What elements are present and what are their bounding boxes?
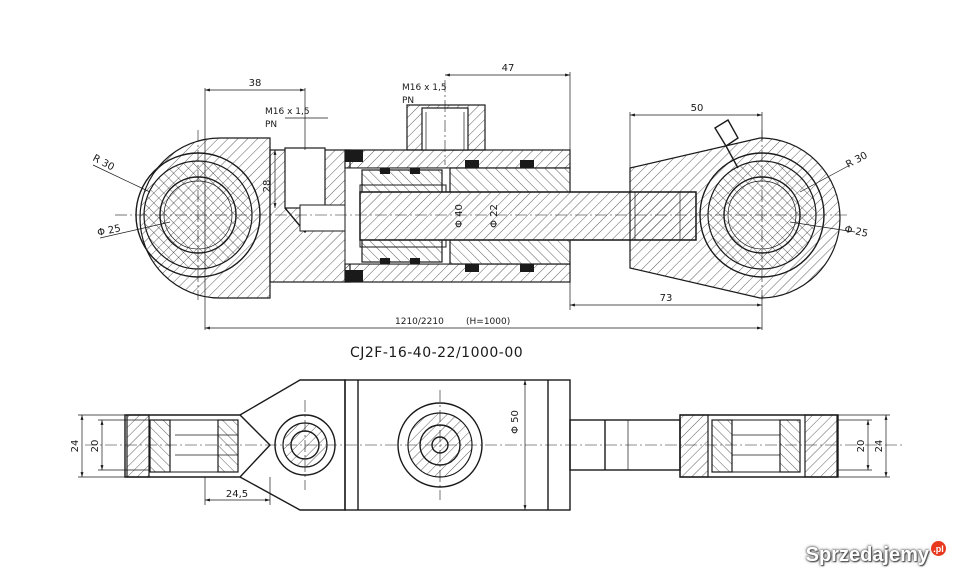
- plan-view: 24 20 20 24 Φ 50 24,5: [70, 379, 905, 511]
- dim-eye-width-outer-right: 24: [874, 440, 885, 453]
- dim-port-offset: 38: [249, 78, 262, 89]
- dim-port-label-right: PN: [402, 96, 414, 106]
- model-code: CJ2F-16-40-22/1000-00: [350, 345, 523, 361]
- dim-rod-end-width: 50: [691, 103, 704, 114]
- left-eye-plan: [124, 414, 271, 478]
- watermark-brand: Sprzedajemy: [805, 544, 929, 566]
- dim-port-thread-right: M16 x 1,5: [402, 83, 447, 93]
- tube-wall-bottom: [344, 263, 571, 283]
- watermark-suffix: .pl: [931, 541, 946, 556]
- dim-rod-diameter: Φ 22: [489, 204, 500, 228]
- watermark: Sprzedajemy .pl: [805, 541, 946, 567]
- dim-eye-radius-left: R 30: [91, 153, 116, 173]
- dim-port-label-left: PN: [265, 120, 277, 130]
- dim-eye-width-inner-left: 20: [90, 440, 101, 453]
- dim-stroke: (H=1000): [466, 317, 510, 327]
- dim-install-length: 1210/2210: [395, 317, 444, 327]
- dim-base-offset: 24,5: [226, 489, 248, 500]
- tube-wall-top: [344, 149, 571, 169]
- dim-pin-diameter-left: Φ 25: [96, 223, 122, 239]
- dim-eye-width-outer-left: 24: [70, 440, 81, 453]
- dim-rod-end-length: 73: [660, 293, 673, 304]
- dim-port-depth: 28: [262, 180, 273, 193]
- dim-pin-diameter-right: Φ 25: [843, 224, 869, 240]
- dim-piston-diameter: Φ 40: [454, 204, 465, 228]
- grease-nipple: [714, 119, 739, 147]
- dim-eye-width-inner-right: 20: [856, 440, 867, 453]
- dim-port-spacing: 47: [502, 63, 515, 74]
- left-port-bore: [284, 147, 326, 209]
- section-view: 38 M16 x 1,5 PN M16 x 1,5 PN 47 R 30 R 3…: [91, 63, 870, 330]
- dim-port-thread-left: M16 x 1,5: [265, 107, 310, 117]
- dim-eye-radius-right: R 30: [844, 150, 869, 170]
- dim-body-diameter: Φ 50: [510, 410, 521, 434]
